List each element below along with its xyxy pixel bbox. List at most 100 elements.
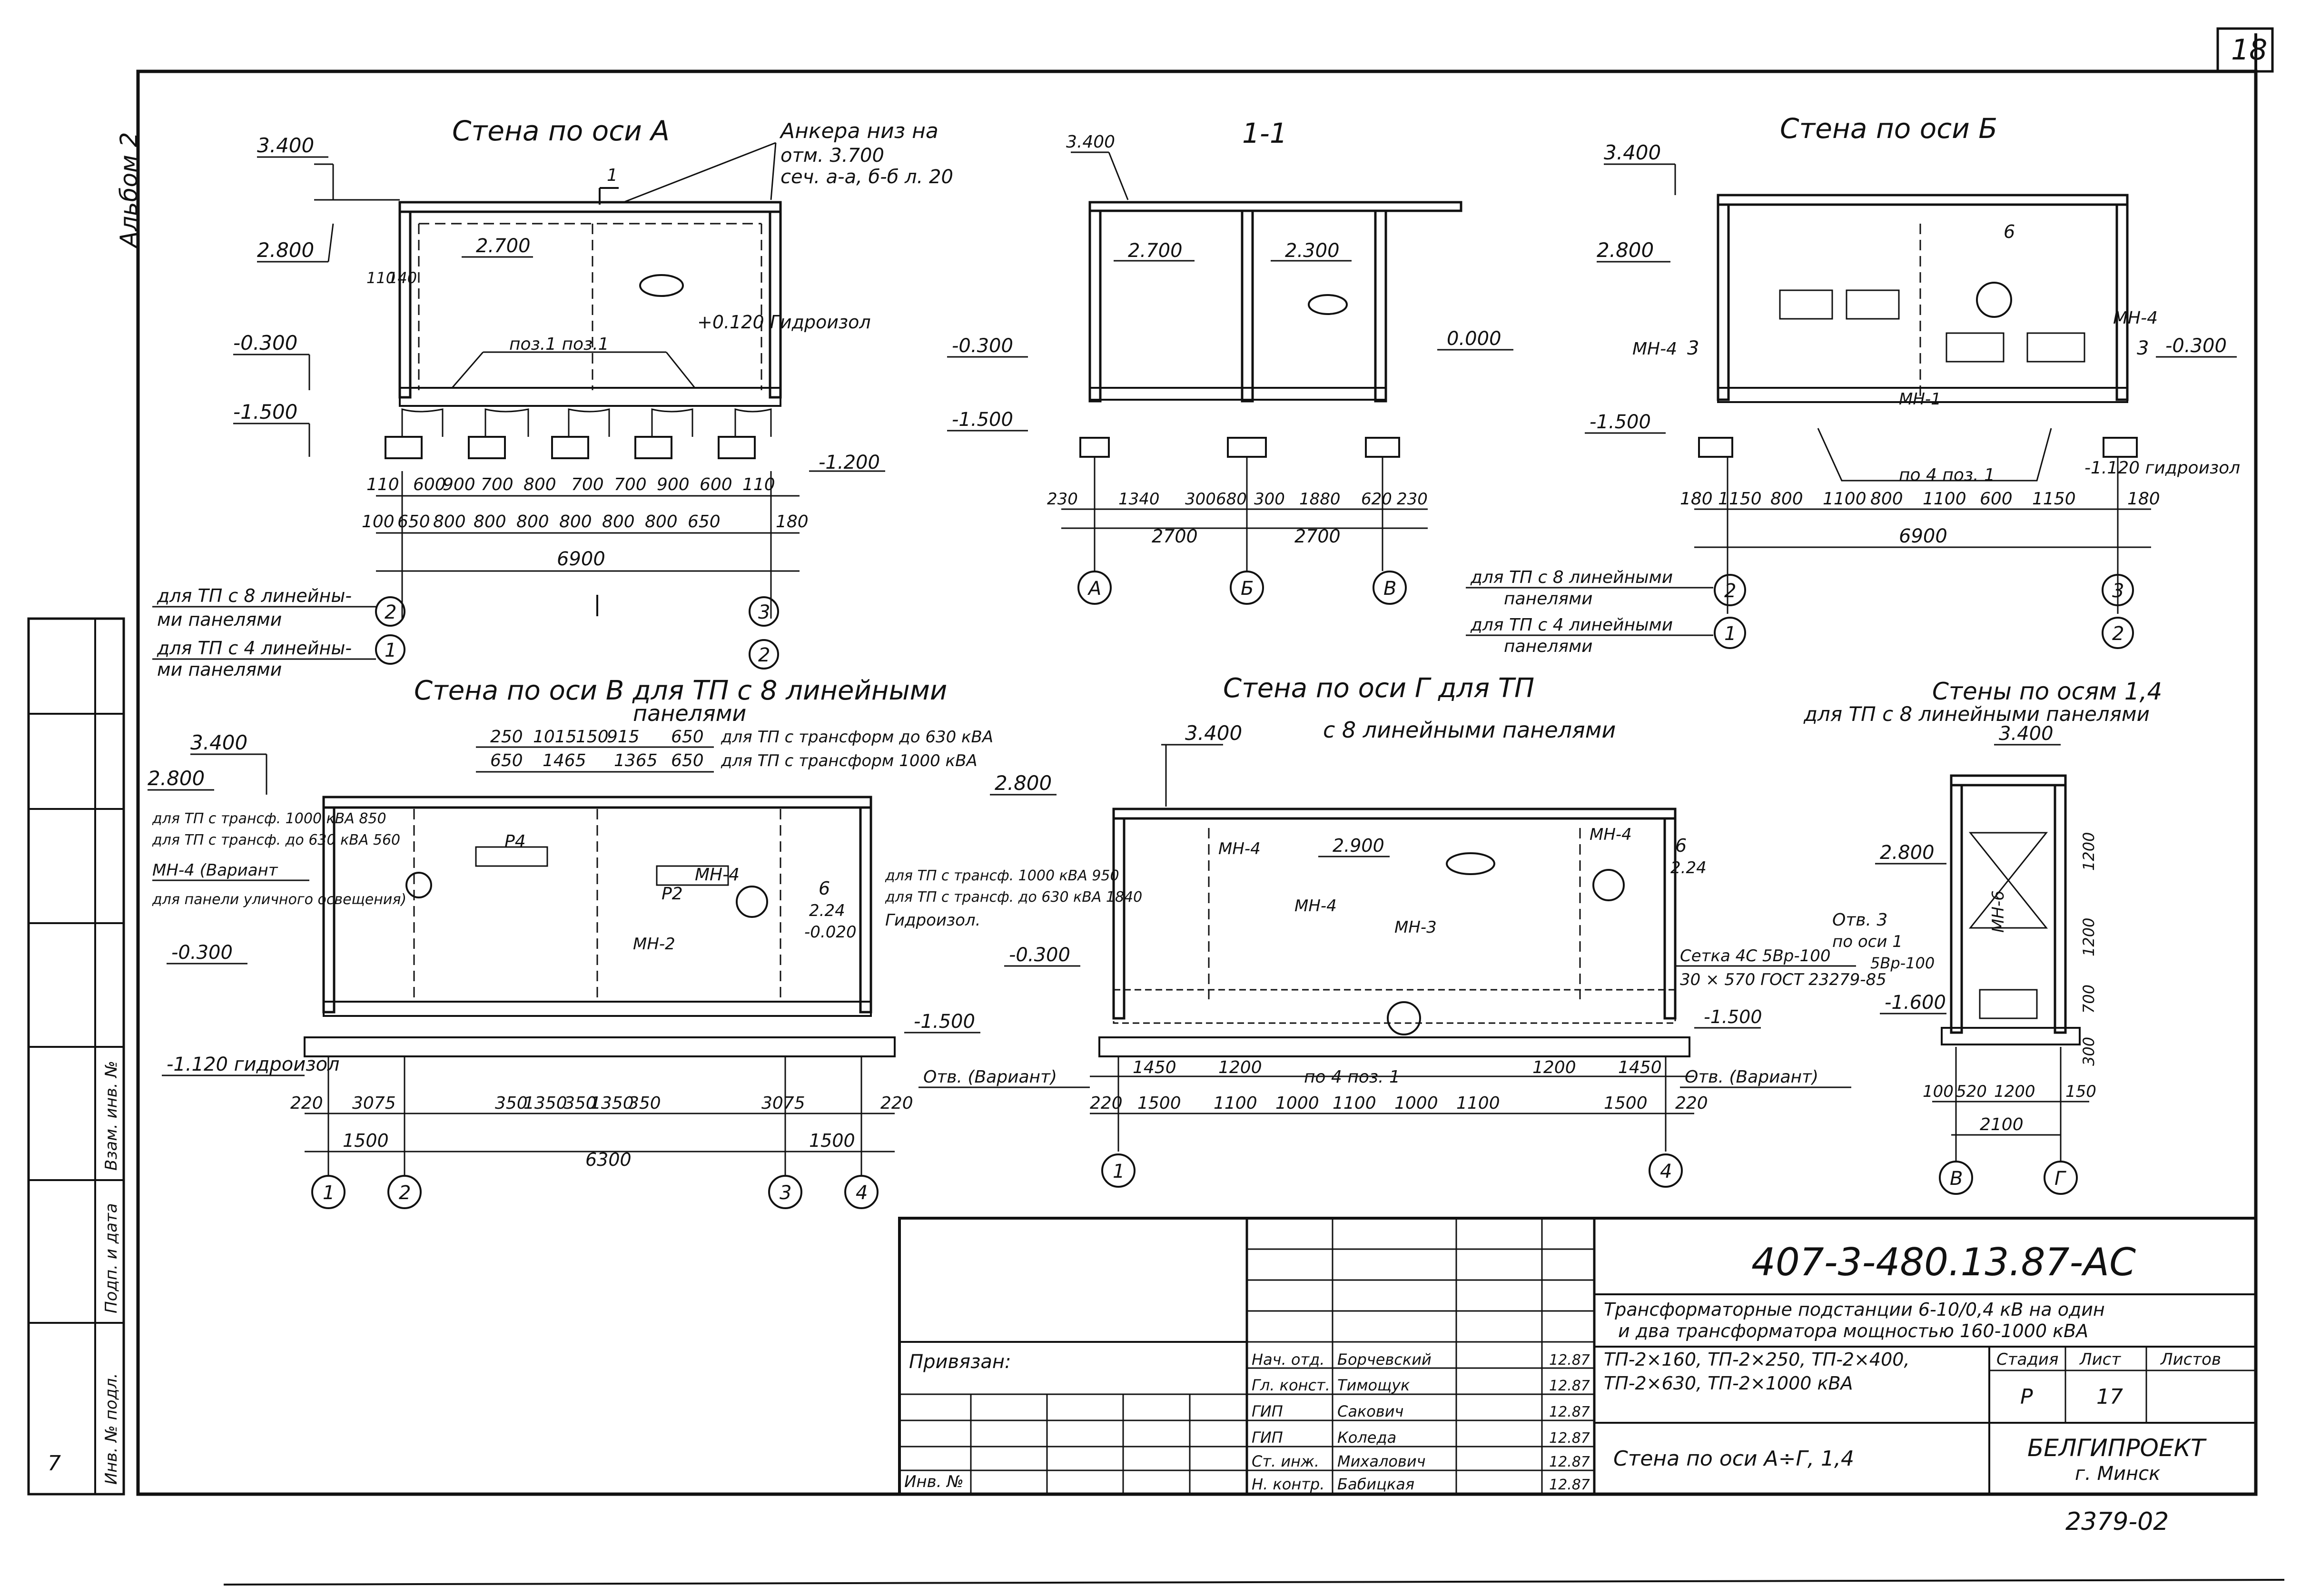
wall-v-dim-8: 3075	[761, 1094, 805, 1113]
side-album-label: Альбом 2	[115, 132, 143, 249]
wall-a-dim-top-1: 110	[366, 475, 399, 494]
wall-a-dim-mid-9: 650	[688, 512, 721, 532]
sign-rows: Нач. отд. Борчевский 12.87 Гл. конст. Ти…	[1252, 1350, 1590, 1493]
wall-a-dims-mid: 100 650 800 800 800 800 800 800 650 180	[362, 512, 809, 532]
wall-g-mark-5: 6	[1675, 835, 1687, 856]
wall-v-mark-7: -0.020	[804, 923, 857, 942]
sign-date-5: 12.87	[1549, 1454, 1590, 1470]
wall-v-dim-5: 350	[564, 1094, 597, 1113]
wall-a-level-4: -0.300	[233, 331, 297, 355]
wall-v-axis-1: 1	[323, 1182, 335, 1204]
sign-name-5: Михалович	[1337, 1452, 1426, 1470]
wall-v-mark-2: Р2	[662, 884, 683, 904]
section-1-level-5: -0.300	[952, 335, 1013, 357]
wall-a-dim-mid-4: 800	[474, 512, 506, 532]
sign-role-3: ГИП	[1252, 1402, 1283, 1420]
walls-14-title: Стены по осям 1,4	[1932, 678, 2162, 705]
wall-a-annot-4: 140	[388, 269, 417, 287]
wall-b-axis-3: 3	[2112, 580, 2124, 602]
wall-v-dim2-a: 1500	[343, 1130, 389, 1151]
section-1-axis-3: В	[1383, 578, 1396, 600]
wall-b-dim-9: 180	[2127, 489, 2160, 509]
wall-v-top-dim-3: 150	[576, 727, 609, 747]
wall-v-mark-4: МН-2	[633, 935, 675, 954]
section-1-level-6: -1.500	[952, 409, 1013, 431]
wall-a-note-1: Анкера низ на	[779, 119, 938, 143]
wall-a-dim-top-5: 800	[523, 475, 556, 494]
wall-g-note-4: Сетка 4С 5Вр-100	[1680, 946, 1831, 965]
wall-g-axis-1: 1	[1113, 1161, 1125, 1182]
wall-a-legend-4: ми панелями	[157, 659, 282, 680]
wall-a-level-3: 2.700	[476, 235, 531, 257]
section-1-dim-1: 230	[1047, 490, 1078, 509]
wall-g-dim-7: 1100	[1456, 1094, 1500, 1113]
wall-g-mark-1: МН-4	[1218, 839, 1261, 858]
walls-14-note-1: Отв. 3	[1832, 910, 1887, 930]
wall-g-note-6: Отв. (Вариант)	[923, 1067, 1057, 1087]
wall-a-dim-top-2: 600	[413, 475, 446, 494]
wall-a-dim-mid-1: 100	[362, 512, 395, 532]
footer-code: 2379-02	[2065, 1507, 2169, 1536]
wall-a-annot-1: поз.1 поз.1	[509, 335, 609, 354]
left-stamp-strip	[27, 617, 125, 1496]
wall-a-legend-2: ми панелями	[157, 609, 282, 630]
wall-v-top-dim2-1: 650	[490, 751, 523, 770]
wall-v-title: Стена по оси В для ТП с 8 линейными	[414, 675, 947, 706]
wall-a-axis-4: 2	[758, 644, 770, 666]
wall-b-axis-1: 2	[1724, 580, 1736, 602]
wall-v-note-2: для ТП с трансф. до 630 кВА 560	[152, 832, 400, 848]
wall-g-title-2: с 8 линейными панелями	[1323, 717, 1616, 743]
wall-g-dim-4: 1000	[1275, 1094, 1319, 1113]
privyazan-label: Привязан:	[909, 1351, 1011, 1373]
walls-14-dim-1: 100	[1923, 1082, 1954, 1101]
wall-b-axis-4: 2	[2112, 623, 2124, 645]
wall-b-legend-4: панелями	[1504, 637, 1593, 656]
sign-name-1: Борчевский	[1337, 1350, 1432, 1369]
walls-14-side-4: 300	[2080, 1037, 2098, 1066]
section-1-dim-6: 1880	[1299, 490, 1341, 509]
wall-a-legend-1: для ТП с 8 линейны-	[157, 585, 352, 606]
wall-g-mark-2: МН-4	[1294, 897, 1337, 916]
wall-a-dim-top-4: 700	[481, 475, 514, 494]
stamp-inv-label: Инв. № подл.	[102, 1373, 121, 1485]
wall-v-dim-9: 220	[880, 1094, 913, 1113]
wall-g-note-7: Отв. (Вариант)	[1685, 1067, 1818, 1087]
doc-description-2: и два трансформатора мощностью 160-1000 …	[1618, 1320, 2088, 1341]
section-1-level-1: 3.400	[1066, 132, 1115, 152]
org-name: БЕЛГИПРОЕКТ	[2027, 1434, 2207, 1462]
section-1-dim-total-2: 2700	[1294, 526, 1341, 547]
wall-a-dim-mid-8: 800	[645, 512, 678, 532]
doc-description-1: Трансформаторные подстанции 6-10/0,4 кВ …	[1604, 1299, 2105, 1320]
wall-v-top-dim2-4: 650	[671, 751, 704, 770]
wall-v-top-dim2-2: 1465	[543, 751, 586, 770]
wall-v-top-dim2-3: 1365	[614, 751, 658, 770]
wall-b-legend-1: для ТП с 8 линейными	[1470, 568, 1673, 587]
wall-g-mark-3: МН-3	[1394, 918, 1437, 937]
wall-v-dim2-b: 6300	[585, 1149, 632, 1170]
sign-date-4: 12.87	[1549, 1430, 1590, 1447]
wall-g-level-2: 2.800	[995, 771, 1052, 795]
wall-b-level-3: -0.300	[2165, 335, 2227, 357]
sign-role-1: Нач. отд.	[1252, 1350, 1324, 1369]
wall-a-dim-top-8: 900	[657, 475, 690, 494]
wall-v-top-dim-4: 915	[607, 727, 640, 747]
wall-v-mark-3: МН-4	[695, 865, 740, 885]
wall-a-dim-top-6: 700	[571, 475, 604, 494]
head-stage: Стадия	[1996, 1350, 2058, 1369]
wall-v-mark-1: Р4	[504, 832, 526, 851]
wall-b-mark-5: 3	[2137, 337, 2149, 359]
wall-v-axis-3: 3	[780, 1182, 791, 1204]
wall-v-dim-6: 1350	[590, 1094, 634, 1113]
wall-b-level-2: 2.800	[1597, 238, 1654, 262]
wall-a-note-2: отм. 3.700	[780, 145, 884, 167]
wall-b-level-5: -1.120 гидроизол	[2084, 458, 2240, 478]
sheet-no-value: 17	[2096, 1385, 2123, 1409]
wall-b-axis-2: 1	[1724, 623, 1736, 645]
wall-b-dim-5: 800	[1870, 489, 1903, 509]
wall-g-axis-2: 4	[1660, 1161, 1672, 1182]
walls-14-axis-2: Г	[2054, 1168, 2066, 1190]
walls-14-dim-total: 2100	[1980, 1115, 2024, 1134]
wall-a-annot-3: 110	[366, 269, 395, 287]
section-1-title: 1-1	[1242, 117, 1287, 149]
sign-role-4: ГИП	[1252, 1429, 1283, 1447]
